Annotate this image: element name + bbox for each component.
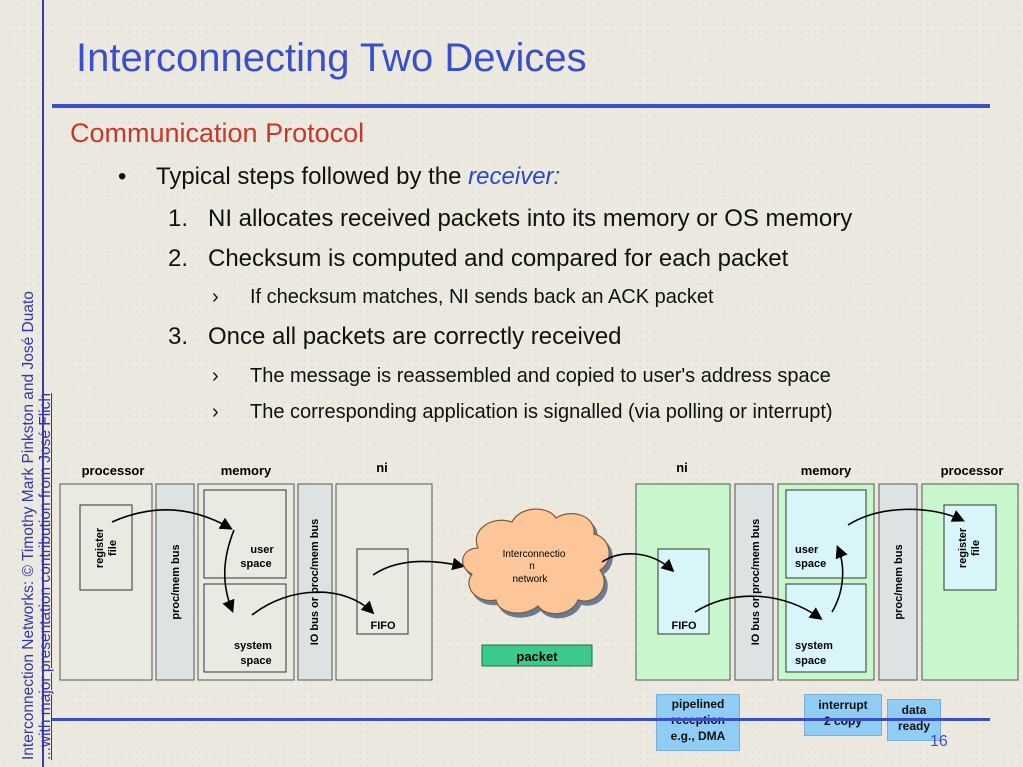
right-bus-label: proc/mem bus — [893, 544, 905, 619]
subpoint-marker: › — [212, 365, 219, 387]
subpoint-marker: › — [212, 286, 219, 308]
left-arrow-reg-to-user — [111, 509, 233, 530]
step-number: 1. — [168, 205, 189, 232]
title-rule — [52, 104, 990, 108]
note-line: 2 copy — [823, 714, 862, 728]
packet-label: packet — [516, 649, 558, 664]
right-arrow-fifo-to-system — [694, 595, 823, 620]
right-memory-label: memory — [801, 463, 852, 478]
right-arrow-network-to-fifo — [601, 553, 675, 573]
left-processor-label: processor — [82, 463, 145, 478]
right-arrow-user-to-reg — [847, 508, 965, 526]
note-data-ready: data ready — [887, 699, 941, 741]
network-label-2: n — [529, 561, 535, 572]
page-number: 16 — [930, 733, 948, 750]
right-proc-mem-bus — [878, 483, 918, 681]
left-user-space — [203, 489, 287, 579]
right-io-bus — [734, 483, 774, 681]
network-cloud: Interconnectio n network — [462, 508, 610, 615]
right-ni-label: ni — [676, 460, 688, 475]
step-text: Checksum is computed and compared for ea… — [208, 245, 789, 272]
left-fifo-label: FIFO — [370, 620, 395, 632]
bottom-rule — [52, 718, 990, 721]
slide-title: Interconnecting Two Devices — [76, 36, 587, 80]
note-line: interrupt — [818, 698, 868, 712]
left-arrow-system-to-fifo — [251, 591, 375, 616]
bullet-marker: • — [118, 163, 127, 190]
right-io-bus-label: IO bus or proc/mem bus — [750, 519, 762, 646]
left-io-bus-label: IO bus or proc/mem bus — [309, 519, 321, 646]
bullet-text-suffix: : — [553, 163, 561, 190]
step-number: 2. — [168, 245, 189, 272]
credit-divider — [42, 0, 44, 767]
left-proc-mem-bus — [155, 483, 195, 681]
subpoint-text: If checksum matches, NI sends back an AC… — [250, 286, 714, 308]
packet-box — [481, 644, 593, 667]
step-text: NI allocates received packets into its m… — [208, 205, 853, 232]
left-arrow-fifo-to-network — [372, 557, 466, 576]
subpoint-marker: › — [212, 401, 219, 423]
side-credit: Interconnection Networks: © Timothy Mark… — [0, 0, 54, 767]
bullet-text: Typical steps followed by the receiver: — [156, 162, 560, 192]
right-processor-label: processor — [941, 463, 1004, 478]
left-register-file — [79, 504, 133, 591]
right-register-label: registerfile — [957, 527, 982, 568]
note-line: data — [901, 703, 927, 717]
right-system-space — [785, 583, 867, 673]
right-user-space — [785, 489, 867, 579]
right-fifo-label: FIFO — [671, 620, 696, 632]
left-system-space — [203, 583, 287, 673]
bullet-text-prefix: Typical steps followed by the — [156, 163, 469, 190]
note-line: pipelined — [671, 697, 725, 711]
note-line: e.g., DMA — [670, 729, 726, 743]
step-text: Once all packets are correctly received — [208, 323, 622, 350]
left-ni-label: ni — [376, 460, 388, 475]
left-bus-label: proc/mem bus — [170, 544, 182, 619]
subpoint-text: The message is reassembled and copied to… — [250, 365, 831, 387]
left-register-label: registerfile — [94, 527, 119, 568]
subpoint-text: The corresponding application is signall… — [250, 401, 833, 423]
slide-subtitle: Communication Protocol — [70, 118, 365, 148]
note-interrupt-copy: interrupt 2 copy — [804, 694, 882, 736]
left-io-bus — [297, 483, 333, 681]
left-memory-label: memory — [221, 463, 272, 478]
note-pipelined-reception: pipelined reception e.g., DMA — [656, 694, 740, 751]
network-label-1: Interconnectio — [503, 549, 566, 560]
note-line: ready — [897, 719, 931, 733]
step-number: 3. — [168, 323, 189, 350]
left-arrow-user-to-system — [222, 529, 235, 613]
network-label-3: network — [512, 574, 548, 585]
bullet-text-emphasis: receiver — [468, 163, 554, 190]
right-arrow-system-to-user — [831, 545, 848, 613]
